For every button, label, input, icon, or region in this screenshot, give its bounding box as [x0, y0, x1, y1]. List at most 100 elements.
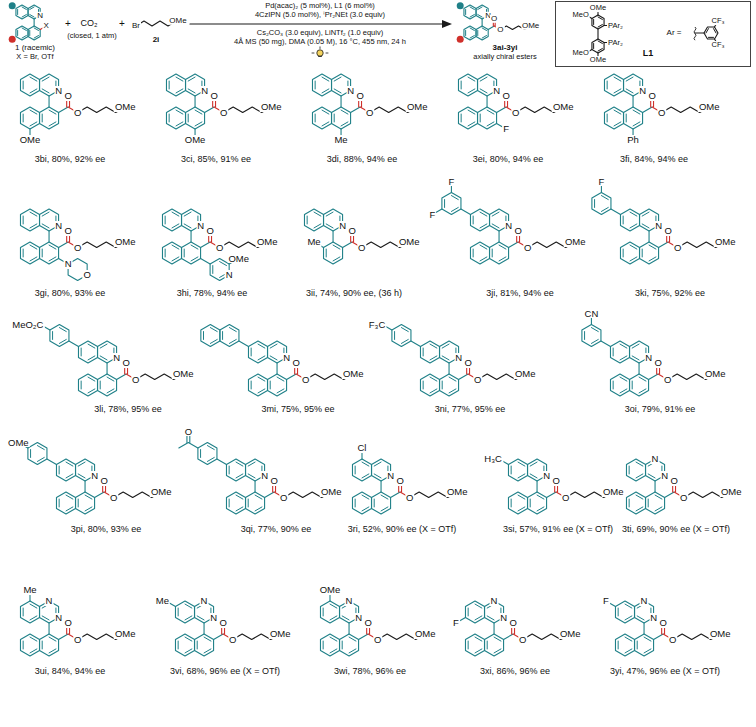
- bond-line: [487, 110, 494, 114]
- bond-line: [518, 495, 525, 499]
- ring-line: [635, 634, 654, 656]
- atom-label: O: [73, 635, 82, 645]
- atom-label: N: [54, 613, 63, 623]
- ring-line: [458, 74, 477, 96]
- bond-line: [314, 212, 321, 216]
- bond-line: [499, 231, 500, 242]
- compound-caption: 3ci, 85%, 91% ee: [180, 155, 252, 164]
- substituent-label: PAr₂: [607, 22, 624, 30]
- bond-line: [184, 249, 185, 257]
- atom-label: N: [644, 353, 653, 363]
- bond-line: [636, 474, 643, 478]
- bond-line: [248, 474, 255, 478]
- ring-line: [304, 209, 323, 231]
- atom-label: N: [490, 596, 499, 606]
- compound-note: X = Br, OTf: [15, 53, 54, 61]
- atom-label: O: [215, 243, 224, 253]
- bond-line: [176, 110, 183, 114]
- compound-caption: 3oi, 79%, 91% ee: [624, 405, 697, 414]
- atom-label: OMe: [172, 369, 195, 379]
- bond-line: [442, 381, 443, 389]
- atom-label: O: [205, 226, 214, 236]
- bond-line: [258, 344, 265, 348]
- bond-line: [59, 328, 66, 332]
- atom-label: N: [638, 86, 647, 96]
- bond-line: [355, 466, 356, 474]
- bond-line: [473, 216, 474, 224]
- bond-line: [632, 356, 639, 360]
- bond-line: [639, 389, 646, 393]
- bond-line: [607, 81, 608, 89]
- bond-line: [333, 245, 340, 249]
- bond-line: [468, 122, 475, 126]
- bond-line: [277, 377, 284, 381]
- ring-line: [610, 341, 629, 363]
- bond-line: [307, 216, 308, 224]
- bond-line: [374, 499, 375, 507]
- ring-line: [40, 634, 59, 656]
- bond-line: [637, 641, 638, 649]
- ring-line: [166, 74, 185, 96]
- molecule: [20, 209, 125, 281]
- bond-line: [30, 604, 37, 608]
- ring-line: [78, 341, 97, 363]
- bond-line: [88, 356, 95, 360]
- bond-line: [179, 443, 189, 449]
- atom-label: O: [63, 226, 72, 236]
- bond-line: [487, 616, 494, 620]
- bond-line: [594, 200, 595, 208]
- bond-line: [530, 462, 537, 466]
- bond-line: [255, 495, 262, 499]
- atom-label: O: [99, 476, 108, 486]
- compound-caption: 3fi, 84%, 94% ee: [619, 155, 689, 164]
- bond-line: [695, 32, 704, 33]
- ring-line: [442, 193, 461, 215]
- bond-line: [430, 389, 437, 393]
- bond-line: [482, 36, 486, 39]
- bond-line: [172, 245, 179, 249]
- bond-line: [49, 96, 50, 107]
- bond-line: [210, 328, 217, 332]
- atom-label: Ph: [626, 135, 640, 145]
- molecule: [456, 601, 570, 656]
- bond-line: [442, 344, 449, 348]
- atom-label: O: [301, 375, 310, 385]
- bond-line: [22, 7, 26, 10]
- bond-line: [49, 110, 56, 114]
- bond-line: [229, 466, 230, 474]
- bond-line: [449, 389, 456, 393]
- atom-label: O: [511, 108, 520, 118]
- bond-line: [482, 19, 483, 26]
- plus-sign: +: [64, 19, 72, 30]
- atom-label: O: [355, 91, 364, 101]
- bond-line: [511, 499, 512, 507]
- bond-line: [185, 604, 192, 608]
- bond-line: [258, 356, 265, 360]
- compound-caption: 3si, 57%, 91% ee (X = OTf): [502, 525, 614, 534]
- bond-line: [470, 36, 474, 39]
- chirality-ball: [9, 36, 16, 43]
- bond-line: [620, 356, 627, 360]
- atom-label: O: [82, 270, 91, 280]
- bond-line: [482, 28, 486, 31]
- ring-line: [615, 601, 634, 623]
- atom-label: OMe: [552, 102, 575, 112]
- bond-line: [312, 53, 314, 54]
- light-icon: [312, 47, 328, 57]
- atom-label: O: [490, 15, 498, 23]
- compound-label: 2i: [152, 36, 161, 44]
- atom-label: OMe: [559, 629, 582, 639]
- atom-label: O: [663, 226, 672, 236]
- bond-line: [201, 259, 211, 265]
- bond-line: [342, 641, 343, 649]
- atom-label: X: [43, 22, 50, 30]
- bond-line: [478, 15, 482, 18]
- bond-line: [88, 389, 95, 393]
- bond-line: [49, 245, 56, 249]
- bond-line: [530, 474, 537, 478]
- bond-line: [207, 457, 214, 461]
- bond-line: [444, 200, 445, 208]
- ring-line: [340, 634, 359, 656]
- bond-line: [23, 608, 24, 616]
- bond-line: [172, 257, 179, 261]
